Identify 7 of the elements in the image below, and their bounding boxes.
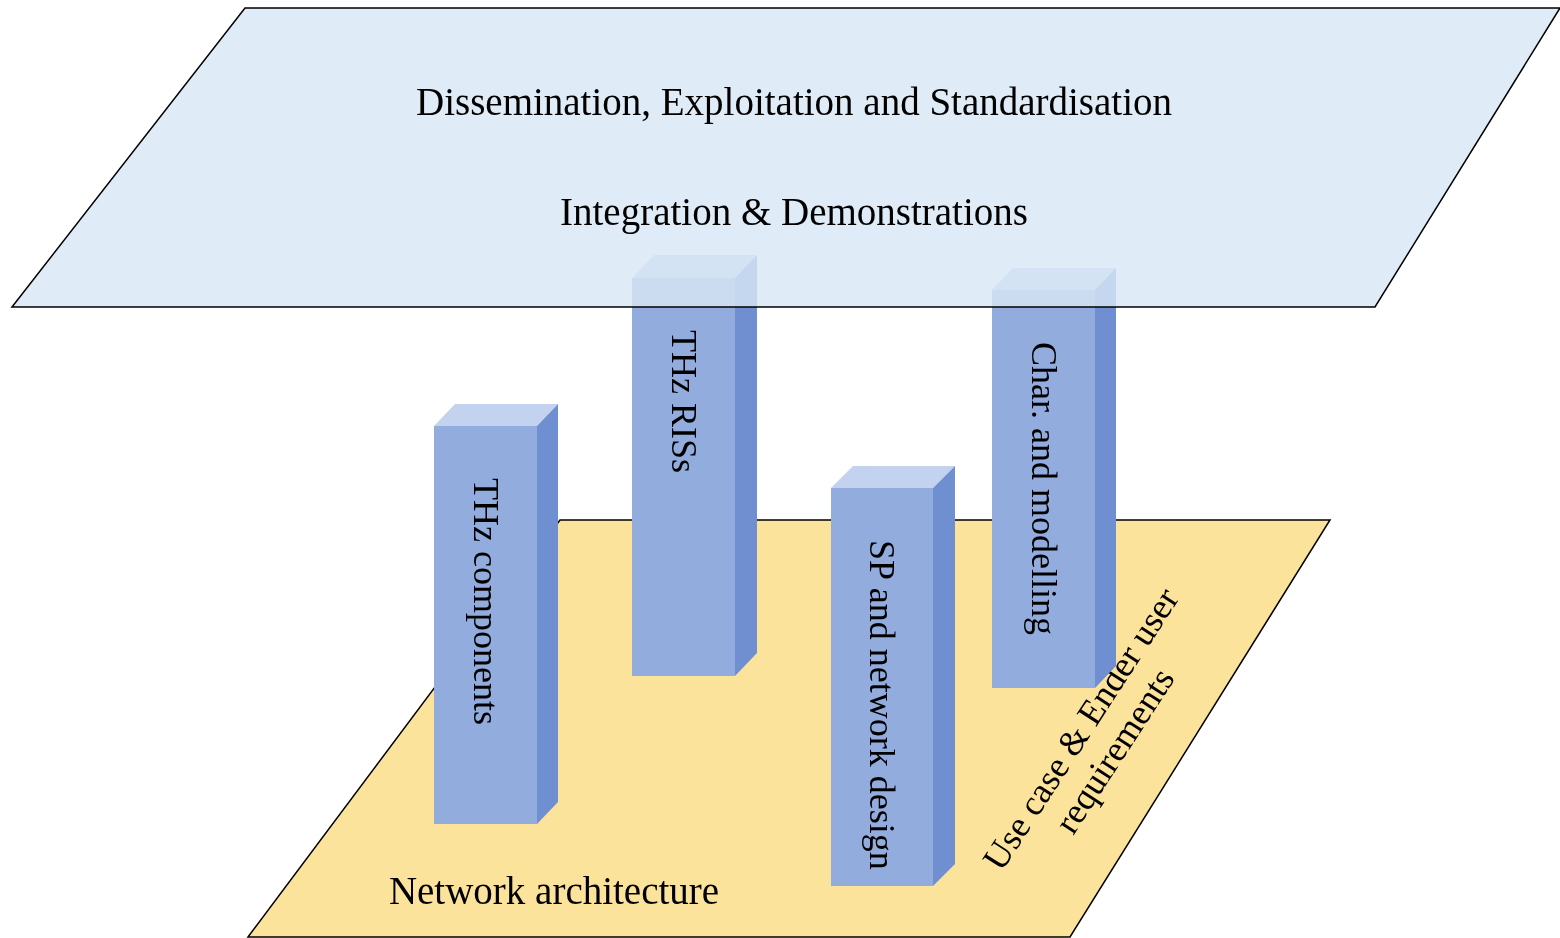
pillar-label: THz RISs	[665, 330, 702, 473]
layer-label: Integration & Demonstrations	[560, 189, 1028, 235]
pillar-label: SP and network design	[864, 540, 900, 870]
pillar-label: THz components	[467, 478, 504, 725]
pillar-label: Char. and modelling	[1025, 342, 1062, 635]
layer-label: Network architecture	[388, 868, 720, 914]
layer-label: Dissemination, Exploitation and Standardisation	[415, 79, 1173, 125]
